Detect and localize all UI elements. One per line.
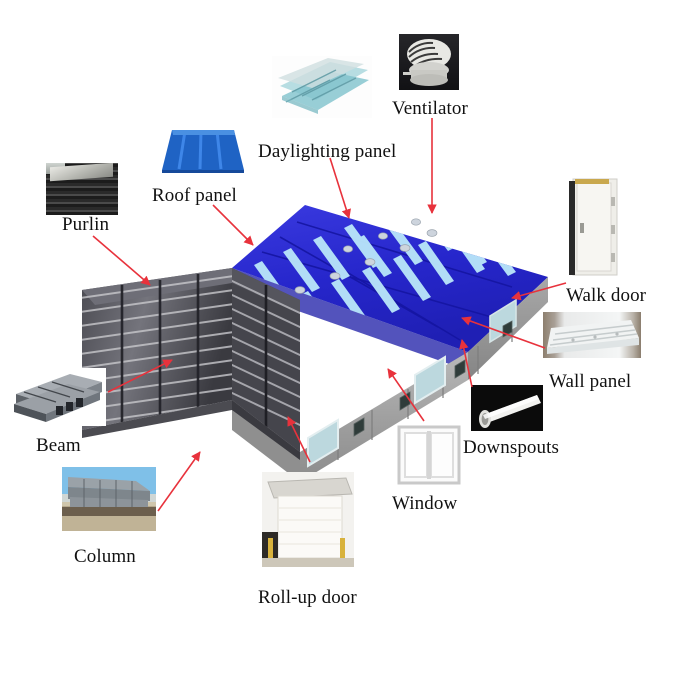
roof-eave-edge	[218, 268, 468, 366]
label-ventilator: Ventilator	[392, 98, 468, 119]
roof-surface	[232, 205, 548, 352]
thumbnail-downspouts	[471, 385, 543, 431]
label-window: Window	[392, 493, 458, 514]
thumbnail-purlin	[46, 163, 118, 215]
label-purlin: Purlin	[62, 214, 110, 235]
roof-ventilator-domes	[258, 218, 438, 307]
thumbnail-beam	[12, 368, 106, 426]
label-downspouts: Downspouts	[463, 437, 560, 458]
leader-column	[157, 451, 201, 512]
leader-beam	[107, 359, 173, 393]
thumbnail-daylighting-panel	[272, 56, 372, 118]
frame-top-edge	[82, 268, 232, 305]
thumbnail-wall-panel	[543, 312, 641, 358]
label-column: Column	[74, 546, 136, 567]
leader-window	[387, 368, 425, 422]
label-wall-panel: Wall panel	[549, 371, 632, 392]
frame-base-rail	[82, 400, 300, 460]
thumbnail-roll-up-door	[262, 472, 354, 567]
steel-frame-front	[232, 268, 300, 452]
leader-purlin	[92, 235, 151, 286]
thumbnail-roof-panel	[162, 130, 244, 173]
thumbnail-window	[396, 424, 462, 486]
purlin-lines-front	[232, 279, 300, 435]
wall-right-end	[468, 277, 548, 380]
thumbnail-walk-door	[563, 175, 625, 280]
leader-downspouts	[459, 339, 473, 388]
label-beam: Beam	[36, 435, 81, 456]
label-roll-up-door: Roll-up door	[258, 587, 357, 608]
skylight-strips	[232, 211, 522, 347]
leader-wall-panel	[461, 316, 546, 349]
label-walk-door: Walk door	[566, 285, 647, 306]
label-roof-panel: Roof panel	[152, 185, 237, 206]
thumbnail-ventilator	[399, 34, 459, 90]
leader-roll-up-door	[287, 416, 311, 463]
leader-walk-door	[511, 282, 567, 301]
thumbnail-column	[62, 467, 156, 531]
wall-front-short	[232, 400, 300, 482]
leader-roof-panel	[212, 204, 254, 246]
roof-seams	[261, 221, 513, 341]
leader-daylighting-panel	[329, 157, 351, 219]
label-daylighting-panel: Daylighting panel	[258, 141, 397, 162]
